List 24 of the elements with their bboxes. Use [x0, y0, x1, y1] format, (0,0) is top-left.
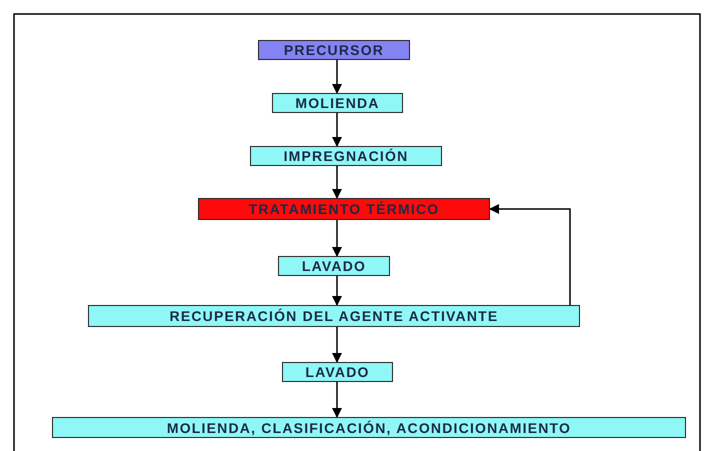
step-label: PRECURSOR [284, 43, 384, 57]
arrow [332, 166, 342, 199]
process-box [198, 198, 490, 220]
step-label: TRATAMIENTO TÉRMICO [248, 202, 440, 216]
arrow [332, 60, 342, 94]
step-label: MOLIENDA, CLASIFICACIÓN, ACONDICIONAMIENTO [166, 420, 572, 434]
process-box [250, 146, 442, 166]
arrow [489, 204, 571, 305]
process-box [272, 93, 403, 113]
process-box [88, 305, 580, 327]
step-label: LAVADO [302, 259, 366, 273]
arrow [332, 113, 342, 147]
process-box [282, 362, 393, 382]
arrow [332, 327, 342, 363]
arrow [332, 382, 342, 418]
arrow [332, 276, 342, 306]
arrow [332, 220, 342, 257]
process-box [278, 256, 390, 276]
process-box [258, 40, 410, 60]
step-label: RECUPERACIÓN DEL AGENTE ACTIVANTE [170, 309, 498, 323]
step-label: IMPREGNACIÓN [284, 149, 408, 163]
process-box [52, 417, 686, 438]
step-label: LAVADO [305, 365, 370, 379]
step-label: MOLIENDA [295, 96, 380, 110]
